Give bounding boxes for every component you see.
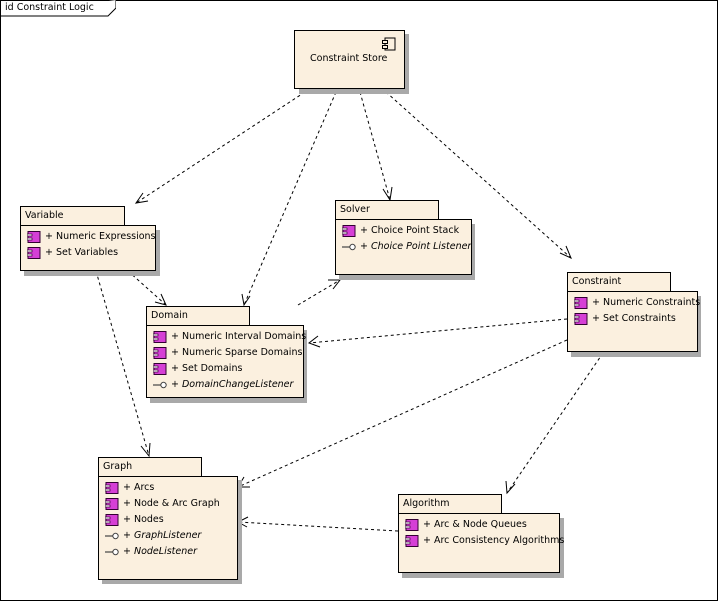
package-item-label: + Numeric Constraints	[592, 297, 701, 308]
package-item-label: + Node & Arc Graph	[123, 498, 220, 509]
constraint-store-label: Constraint Store	[310, 53, 388, 64]
package-graph[interactable]: + Arcs + Node & Arc Graph + Nodes + Grap…	[98, 476, 238, 580]
package-variable-name: Variable	[25, 210, 64, 221]
package-item-label: + Nodes	[123, 514, 164, 525]
arrowhead-domain-from-variable	[154, 293, 167, 306]
dep-store-variable	[135, 91, 306, 204]
arrowhead-domain-from-constraint	[307, 335, 321, 348]
component-icon	[341, 225, 356, 237]
package-variable-tab[interactable]: Variable	[20, 206, 125, 226]
component-icon	[104, 482, 119, 494]
constraint-store-component[interactable]: Constraint Store	[294, 30, 405, 89]
package-item-label: + Arc Consistency Algorithms	[423, 535, 565, 546]
dep-domain-solver	[297, 279, 341, 306]
package-item-label: + Set Domains	[171, 363, 243, 374]
component-icon	[573, 297, 588, 309]
interface-icon	[105, 530, 119, 542]
package-item-label: + DomainChangeListener	[171, 379, 294, 390]
arrowhead-solver-from-domain	[328, 279, 342, 290]
package-domain[interactable]: + Numeric Interval Domains + Numeric Spa…	[146, 325, 307, 398]
package-item-label: + GraphListener	[123, 530, 202, 541]
package-item-label: + Set Constraints	[592, 313, 676, 324]
package-constraint-name: Constraint	[572, 276, 622, 287]
package-domain-tab[interactable]: Domain	[146, 306, 250, 326]
package-solver-name: Solver	[340, 204, 370, 215]
arrowhead-variable	[134, 192, 149, 204]
interface-icon	[153, 379, 167, 391]
component-icon	[152, 331, 167, 343]
package-algorithm-tab[interactable]: Algorithm	[398, 494, 502, 514]
component-icon	[104, 514, 119, 526]
interface-icon	[342, 241, 356, 253]
arrowhead-domain-from-store	[241, 293, 251, 307]
package-solver[interactable]: + Choice Point Stack + Choice Point List…	[335, 219, 472, 275]
package-algorithm-name: Algorithm	[403, 498, 450, 509]
component-icon	[26, 231, 41, 243]
component-icon	[26, 247, 41, 259]
diagram-frame-label: id Constraint Logic	[5, 2, 94, 13]
package-item-label: + Choice Point Stack	[360, 225, 460, 236]
package-graph-tab[interactable]: Graph	[98, 457, 202, 477]
package-item-label: + Arc & Node Queues	[423, 519, 527, 530]
package-solver-tab[interactable]: Solver	[335, 200, 439, 220]
package-item-label: + Numeric Expressions	[45, 231, 156, 242]
arrowhead-algorithm	[505, 480, 516, 495]
package-variable[interactable]: + Numeric Expressions + Set Variables	[20, 225, 156, 271]
package-algorithm[interactable]: + Arc & Node Queues + Arc Consistency Al…	[398, 513, 564, 573]
package-item-label: + Numeric Sparse Domains	[171, 347, 303, 358]
package-item-label: + Arcs	[123, 482, 155, 493]
component-icon	[404, 519, 419, 531]
interface-icon	[105, 546, 119, 558]
package-constraint[interactable]: + Numeric Constraints + Set Constraints	[567, 291, 701, 352]
component-icon	[152, 347, 167, 359]
component-icon	[104, 498, 119, 510]
package-graph-name: Graph	[103, 461, 133, 472]
arrowhead-constraint	[559, 245, 572, 259]
package-item-label: + Numeric Interval Domains	[171, 331, 307, 342]
package-item-label: + NodeListener	[123, 546, 197, 557]
dep-store-solver	[359, 91, 391, 201]
dep-constraint-algorithm	[506, 352, 604, 494]
arrowhead-solver	[382, 186, 393, 202]
dep-constraint-domain	[308, 318, 568, 344]
component-icon	[404, 535, 419, 547]
dep-algorithm-graph	[237, 521, 399, 532]
package-domain-name: Domain	[151, 310, 188, 321]
arrowhead-graph-from-variable	[140, 442, 151, 458]
dep-constraint-graph	[237, 339, 568, 488]
package-item-label: + Set Variables	[45, 247, 119, 258]
package-constraint-tab[interactable]: Constraint	[567, 272, 671, 292]
component-icon	[573, 313, 588, 325]
package-item-label: + Choice Point Listener	[360, 241, 472, 252]
dep-variable-graph	[95, 270, 150, 457]
dep-variable-domain	[127, 270, 167, 306]
component-icon	[152, 363, 167, 375]
component-icon	[382, 37, 396, 54]
dep-store-domain	[243, 91, 337, 306]
diagram-frame-tab: id Constraint Logic	[0, 0, 116, 17]
